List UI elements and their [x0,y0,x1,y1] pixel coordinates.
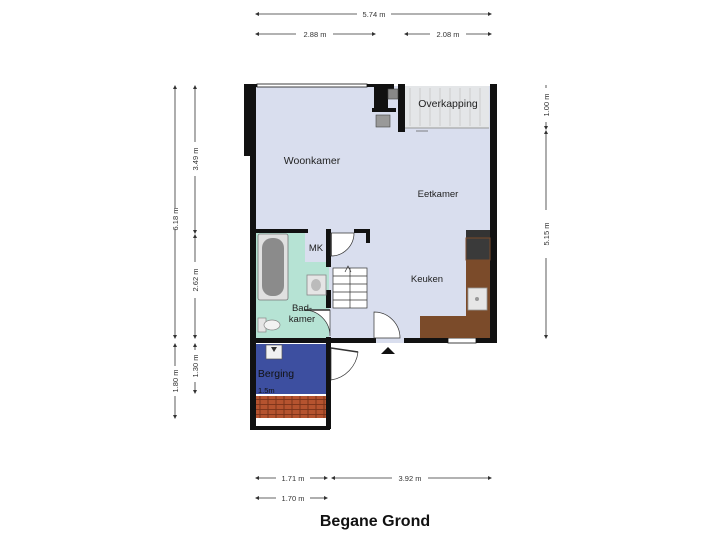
meter-box-icon [375,114,391,128]
roof-tiles [256,396,326,418]
windows [256,83,477,344]
dim-bottom-under: 1.70 m [282,494,305,503]
label-badkamer-line1: Bad- [292,303,312,314]
dim-right-lower: 5.15 m [542,223,551,246]
toilet-icon [257,317,281,333]
utility-box-icon [387,88,399,100]
doors [303,130,428,381]
washbasin-icon [306,274,327,296]
label-mk: MK [309,243,324,254]
label-keuken: Keuken [411,274,443,285]
kitchen-block [466,230,490,238]
dim-bottom-left: 1.71 m [282,474,305,483]
dim-left-upper: 3.49 m [191,148,200,171]
plan-title: Begane Grond [320,513,430,530]
label-overkapping: Overkapping [418,98,478,110]
mk-floor [305,232,329,262]
canopy-lines [405,88,489,129]
label-badkamer-line2: kamer [289,314,315,325]
entrance-arrow-icon [381,347,395,354]
dim-left-outer: 6.18 m [171,208,180,231]
label-berging-height: 1.5m [258,386,275,395]
label-eetkamer: Eetkamer [418,189,459,200]
dim-top-right: 2.08 m [437,30,460,39]
dimension-lines [173,12,548,500]
fridge-icon [465,237,491,261]
sink-drain-icon [475,297,479,301]
dim-right-upper: 1.00 m [542,94,551,117]
dim-top-total: 5.74 m [363,10,386,19]
dim-top-left: 2.88 m [304,30,327,39]
label-woonkamer: Woonkamer [284,155,341,167]
dim-left-middle: 2.62 m [191,269,200,292]
dim-left-lower-outer: 1.80 m [171,370,180,393]
bathtub-icon [257,233,289,301]
dim-left-lower-inner: 1.30 m [191,355,200,378]
label-berging: Berging [258,368,294,380]
kitchen-counter [420,260,490,338]
staircase [332,265,368,309]
floors [256,86,491,418]
room-labels: Woonkamer Eetkamer Keuken MK Bad- kamer … [258,98,478,395]
dimension-labels: 5.74 m 2.88 m 2.08 m 6.18 m 3.49 m 2.62 … [171,10,551,503]
boiler-icon [265,344,283,360]
dim-bottom-right: 3.92 m [399,474,422,483]
canopy-area [405,86,489,128]
